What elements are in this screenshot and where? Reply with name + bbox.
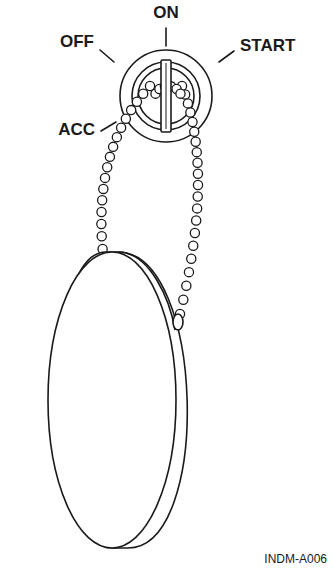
chain-bead	[105, 152, 114, 161]
chain-bead	[189, 241, 198, 250]
chain-bead	[193, 180, 202, 189]
acc-position-label: ACC	[58, 121, 95, 138]
switch-cylinder	[132, 62, 200, 130]
chain-bead	[193, 169, 202, 178]
chain-bead	[192, 148, 201, 157]
chain-bead	[100, 173, 109, 182]
on-tick	[165, 28, 167, 46]
chain-bead	[176, 89, 185, 98]
chain-bead	[98, 196, 107, 205]
chain-bead	[127, 105, 136, 114]
chain-bead	[97, 232, 106, 241]
chain-bead	[193, 192, 202, 201]
chain-bead	[186, 108, 195, 117]
chain-bead	[97, 219, 106, 228]
switch-bezel	[120, 50, 212, 142]
chain-bead	[121, 114, 130, 123]
chain-bead	[192, 216, 201, 225]
fob-face	[48, 252, 176, 548]
chain-bead	[188, 117, 197, 126]
start-tick	[219, 51, 234, 62]
chain-bead	[187, 254, 196, 263]
fob-edge	[118, 252, 175, 330]
chain-bead	[184, 268, 193, 277]
chain-bead	[97, 207, 106, 216]
key-groove	[166, 63, 167, 129]
chain-bead	[109, 142, 118, 151]
chain-bead	[182, 281, 191, 290]
chain-bead	[112, 133, 121, 142]
chain-bead	[193, 204, 202, 213]
figure-code: INDM-A006	[264, 553, 327, 565]
chain-bead	[190, 127, 199, 136]
chain-bead	[190, 228, 199, 237]
off-tick	[100, 50, 114, 62]
chain-bead	[179, 295, 188, 304]
start-position-label: START	[240, 37, 295, 54]
chain-bead	[117, 123, 126, 132]
acc-tick	[101, 122, 116, 131]
fob-ring-hole	[173, 314, 183, 330]
on-position-label: ON	[153, 4, 179, 21]
chain-bead	[99, 184, 108, 193]
chain-bead	[139, 89, 148, 98]
chain-bead	[193, 158, 202, 167]
chain-bead	[103, 163, 112, 172]
off-position-label: OFF	[60, 33, 94, 50]
chain-bead	[191, 137, 200, 146]
key-blade	[161, 60, 171, 132]
chain-bead	[132, 97, 141, 106]
chain-bead	[183, 99, 192, 108]
